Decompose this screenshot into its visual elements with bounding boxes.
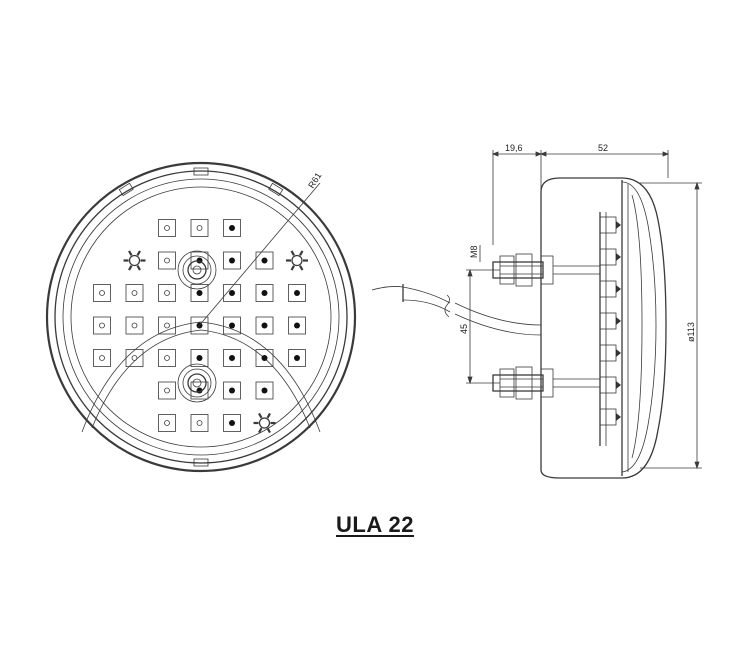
led-lit [223, 414, 241, 432]
dim-depth [491, 150, 670, 245]
led-lit [190, 349, 209, 367]
led-unlit [190, 219, 209, 237]
screw-boss-lower [177, 363, 217, 403]
led-grid [93, 219, 308, 434]
led-lit [288, 349, 306, 367]
led-unlit [158, 381, 176, 400]
mounting-tabs [118, 167, 284, 467]
housing-inner-ring [54, 170, 348, 464]
lens-profile-inner [631, 194, 643, 459]
reflector-curve-inner [91, 329, 311, 429]
led-unlit [158, 414, 176, 432]
side-view: 19,6 52 ø113 45 M8 [371, 143, 702, 479]
side-led-dome [616, 221, 621, 229]
screw-boss-upper [177, 250, 217, 290]
side-led-dome [616, 381, 621, 389]
led-lit [255, 284, 274, 302]
thread-label: M8 [469, 245, 479, 258]
lens-ring [62, 178, 340, 456]
screw-star-icon [253, 412, 276, 434]
led-lit [288, 284, 306, 302]
dim-bolt-spacing [466, 268, 500, 385]
side-led [599, 376, 617, 394]
led-lit [255, 349, 274, 367]
led-lit [223, 251, 241, 270]
radius-leader [197, 182, 321, 328]
led-lit [288, 316, 306, 335]
dim-bolt-depth-label: 19,6 [505, 143, 523, 153]
led-lit [255, 381, 274, 400]
led-lit [255, 316, 274, 335]
cable [371, 286, 451, 304]
side-led [599, 248, 617, 266]
led-unlit [158, 219, 176, 237]
front-view: R61 [45, 161, 357, 473]
led-unlit [93, 316, 111, 335]
lens-profile [621, 181, 657, 473]
led-unlit [158, 284, 176, 302]
led-lit [223, 284, 241, 302]
side-led [599, 344, 617, 362]
dim-diameter [640, 181, 702, 470]
led-unlit [158, 251, 176, 270]
side-led-dome [616, 317, 621, 325]
lens-ring-inner [70, 186, 332, 448]
product-caption: ULA 22 [336, 512, 414, 537]
led-unlit [93, 349, 111, 367]
screw-star-icon [123, 250, 146, 271]
screw-star-icon [286, 250, 308, 271]
dim-bolt-spacing-label: 45 [459, 324, 469, 334]
cable-body [454, 302, 542, 336]
led-unlit [158, 316, 176, 335]
side-led [599, 312, 617, 330]
dim-body-depth-label: 52 [598, 143, 608, 153]
led-lit [223, 349, 241, 367]
led-unlit [125, 316, 144, 335]
led-lit [223, 219, 241, 237]
dim-diameter-label: ø113 [686, 322, 696, 342]
side-led [599, 280, 617, 298]
led-lit [190, 284, 209, 302]
led-lit [255, 251, 274, 270]
side-led-dome [616, 285, 621, 293]
housing-body [540, 177, 667, 479]
led-unlit [93, 284, 111, 302]
led-unlit [158, 349, 176, 367]
side-led-dome [616, 253, 621, 261]
cable-break [444, 294, 450, 318]
radius-label: R61 [306, 171, 323, 190]
side-led-dome [616, 349, 621, 357]
bolt-lower [492, 366, 600, 400]
led-unlit [190, 414, 209, 432]
led-unlit [125, 284, 144, 302]
side-led [599, 408, 617, 426]
led-lit [223, 316, 241, 335]
side-led [599, 216, 617, 234]
cable-2 [402, 299, 451, 313]
reflector-curve [81, 321, 321, 433]
led-lit [223, 381, 241, 400]
side-led-row [599, 216, 621, 426]
side-led-dome [616, 413, 621, 421]
bolt-upper [492, 253, 600, 287]
led-unlit [125, 349, 144, 367]
housing-outer-ring [45, 161, 357, 473]
